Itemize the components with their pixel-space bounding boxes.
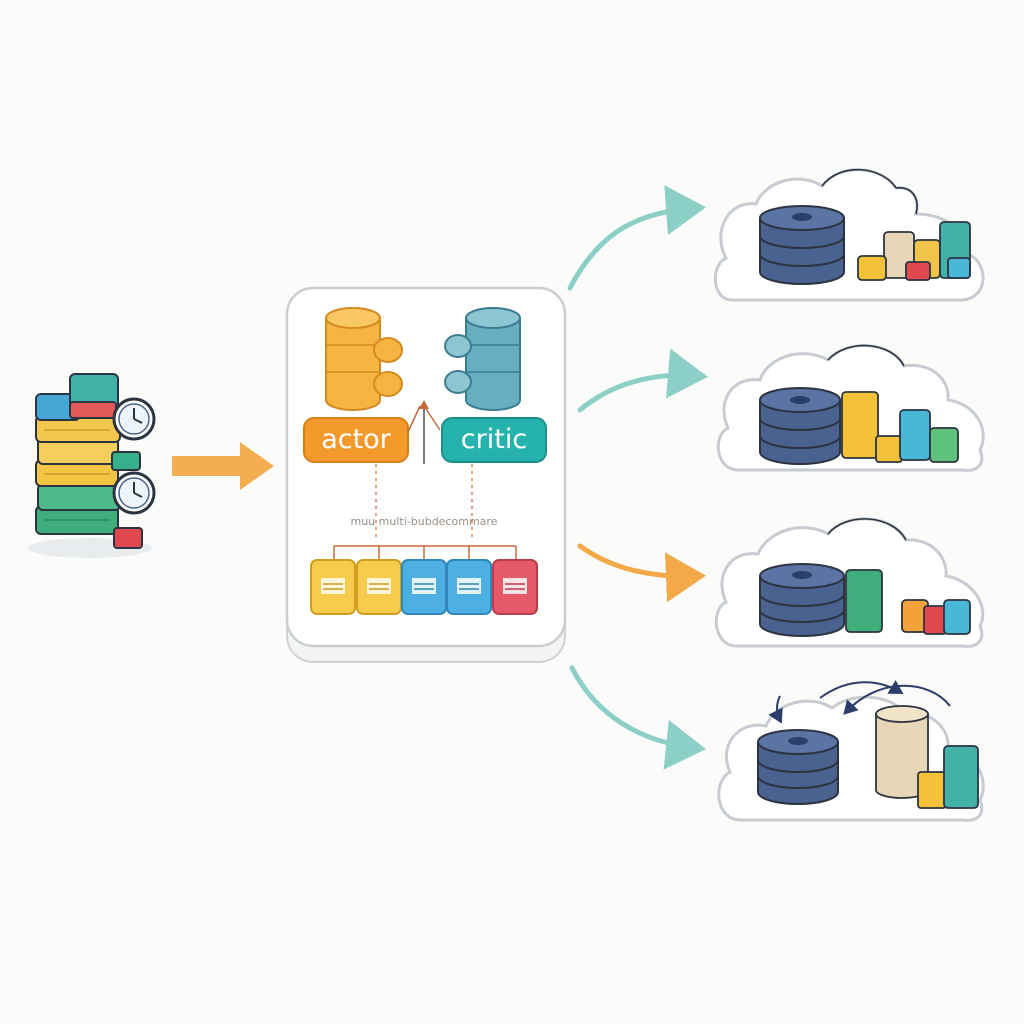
output-arrow-4	[569, 665, 706, 770]
module-block	[310, 559, 356, 615]
experience-stack	[28, 373, 152, 558]
output-arrow-2	[577, 348, 708, 413]
input-arrow	[172, 442, 274, 490]
critic-model-icon	[444, 307, 521, 411]
database-icon	[759, 205, 845, 285]
storage-blocks	[875, 705, 979, 809]
actor-label: actor	[321, 424, 391, 455]
critic-node: critic	[441, 417, 547, 463]
database-icon	[757, 729, 839, 805]
storage-blocks	[857, 221, 971, 281]
critic-label: critic	[461, 424, 527, 455]
output-arrow-3	[577, 543, 706, 603]
module-block	[446, 559, 492, 615]
bus-caption: muu multi-bubdecommare	[351, 515, 498, 528]
clock-icon	[112, 397, 156, 441]
actor-node: actor	[303, 417, 409, 463]
module-block	[401, 559, 447, 615]
database-icon	[759, 563, 845, 637]
module-block	[356, 559, 402, 615]
clock-icon	[112, 471, 156, 515]
sync-arrows	[768, 679, 951, 724]
module-block	[492, 559, 538, 615]
module-bus	[333, 545, 517, 560]
database-icon	[759, 387, 841, 465]
actor-critic-link	[407, 400, 441, 464]
actor-model-icon	[325, 307, 403, 411]
storage-blocks	[845, 569, 971, 635]
storage-blocks	[841, 391, 959, 463]
output-arrow-1	[567, 185, 706, 291]
